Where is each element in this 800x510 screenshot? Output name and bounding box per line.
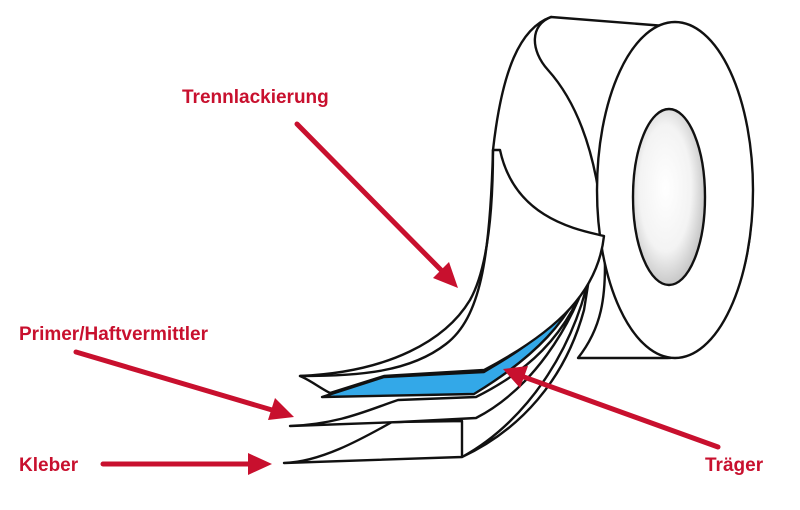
arrow-adhesive xyxy=(100,453,272,475)
arrow-release-coating xyxy=(294,121,458,288)
adhesive-layer xyxy=(282,258,594,465)
label-primer: Primer/Haftvermittler xyxy=(19,324,209,345)
label-release-coating: Trennlackierung xyxy=(182,87,329,108)
arrow-primer xyxy=(73,349,294,420)
label-adhesive: Kleber xyxy=(19,455,79,476)
label-carrier: Träger xyxy=(705,455,764,476)
tape-layers xyxy=(282,148,606,465)
roll-core xyxy=(631,107,707,287)
arrow-carrier xyxy=(503,366,721,450)
release-coating-layer xyxy=(298,148,606,395)
tape-roll-icon xyxy=(491,15,755,360)
